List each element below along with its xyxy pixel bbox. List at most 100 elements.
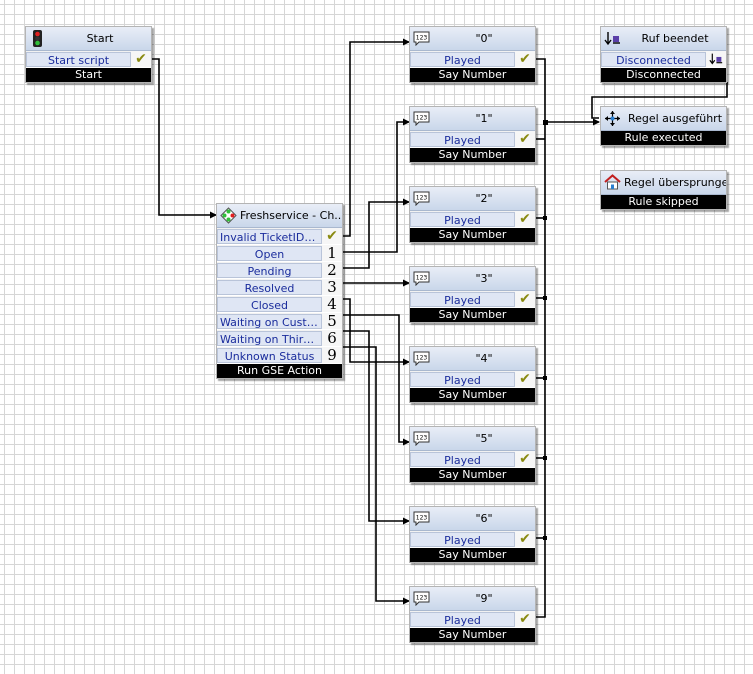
gse-output-label: Waiting on Third ...: [217, 330, 322, 346]
hangup-arrow-icon: [706, 51, 726, 67]
say-node-footer: Say Number: [410, 388, 535, 402]
gse-output-row[interactable]: Resolved 3: [217, 279, 342, 296]
diamond-branch-icon: [220, 207, 237, 224]
say-node-output-label: Played: [410, 531, 515, 547]
gse-output-label: Pending: [217, 262, 322, 278]
check-icon: ✔: [131, 51, 151, 67]
check-icon: ✔: [515, 211, 535, 227]
gse-output-row[interactable]: Waiting on Third ... 6: [217, 330, 342, 347]
say-node-output-label: Played: [410, 131, 515, 147]
say-node-output-label: Played: [410, 611, 515, 627]
rule-executed-footer: Rule executed: [601, 131, 726, 145]
say-number-node[interactable]: 123 "3" Played ✔ Say Number: [409, 266, 536, 323]
start-node[interactable]: Start Start script ✔ Start: [25, 26, 152, 83]
say-number-node[interactable]: 123 "5" Played ✔ Say Number: [409, 426, 536, 483]
say-number-node[interactable]: 123 "4" Played ✔ Say Number: [409, 346, 536, 403]
gse-output-row[interactable]: Pending 2: [217, 262, 342, 279]
say-node-title: "0": [475, 32, 493, 45]
say-node-footer: Say Number: [410, 468, 535, 482]
say-number-node[interactable]: 123 "2" Played ✔ Say Number: [409, 186, 536, 243]
say-node-footer: Say Number: [410, 148, 535, 162]
gse-output-label: Resolved: [217, 279, 322, 295]
start-node-output-label: Start script: [26, 51, 131, 67]
say-node-title: "4": [475, 352, 493, 365]
say-number-node[interactable]: 123 "0" Played ✔ Say Number: [409, 26, 536, 83]
check-icon: ✔: [515, 131, 535, 147]
svg-text:123: 123: [416, 35, 428, 42]
call-ended-node[interactable]: Ruf beendet Disconnected Disconnected: [600, 26, 727, 83]
say-node-output-label: Played: [410, 51, 515, 67]
rule-skipped-node[interactable]: Regel übersprungen Rule skipped: [600, 170, 727, 210]
svg-text:123: 123: [416, 515, 428, 522]
say-node-output-label: Played: [410, 371, 515, 387]
gse-node-footer: Run GSE Action: [217, 364, 342, 378]
say-node-header[interactable]: 123 "2": [410, 187, 535, 211]
gse-output-number: 5: [322, 313, 342, 329]
say-node-footer: Say Number: [410, 628, 535, 642]
gse-output-number: 6: [322, 330, 342, 346]
say-node-output-row[interactable]: Played ✔: [410, 371, 535, 388]
rule-executed-node[interactable]: Regel ausgeführt Rule executed: [600, 106, 727, 146]
gse-output-label: Invalid TicketID/F...: [217, 228, 322, 244]
wire-start-to-gse: [151, 58, 217, 219]
say-node-output-label: Played: [410, 291, 515, 307]
speech-123-icon: 123: [413, 510, 430, 527]
speech-123-icon: 123: [413, 270, 430, 287]
check-icon: ✔: [515, 51, 535, 67]
speech-123-icon: 123: [413, 190, 430, 207]
say-number-node[interactable]: 123 "6" Played ✔ Say Number: [409, 506, 536, 563]
say-node-output-row[interactable]: Played ✔: [410, 291, 535, 308]
gse-output-number: 9: [322, 347, 342, 363]
say-node-title: "2": [475, 192, 493, 205]
say-node-output-row[interactable]: Played ✔: [410, 451, 535, 468]
speech-123-icon: 123: [413, 590, 430, 607]
speech-123-icon: 123: [413, 430, 430, 447]
gse-output-number: 1: [322, 245, 342, 261]
start-node-header[interactable]: Start: [26, 27, 151, 51]
rule-executed-header[interactable]: Regel ausgeführt: [601, 107, 726, 131]
gse-output-row[interactable]: Open 1: [217, 245, 342, 262]
say-node-title: "5": [475, 432, 493, 445]
rule-skipped-header[interactable]: Regel übersprungen: [601, 171, 726, 195]
check-icon: ✔: [515, 531, 535, 547]
start-node-output-row[interactable]: Start script ✔: [26, 51, 151, 68]
wire-out-waitthird-to-6: [343, 330, 410, 525]
say-node-title: "1": [475, 112, 493, 125]
say-node-header[interactable]: 123 "0": [410, 27, 535, 51]
gse-output-label: Waiting on Custo...: [217, 313, 322, 329]
speech-123-icon: 123: [413, 30, 430, 47]
call-ended-output-row[interactable]: Disconnected: [601, 51, 726, 68]
say-node-header[interactable]: 123 "3": [410, 267, 535, 291]
check-icon: ✔: [515, 371, 535, 387]
gse-output-row[interactable]: Waiting on Custo... 5: [217, 313, 342, 330]
start-node-title: Start: [86, 32, 114, 45]
gse-output-row[interactable]: Closed 4: [217, 296, 342, 313]
say-node-output-row[interactable]: Played ✔: [410, 51, 535, 68]
say-number-node[interactable]: 123 "1" Played ✔ Say Number: [409, 106, 536, 163]
say-node-header[interactable]: 123 "1": [410, 107, 535, 131]
say-node-output-row[interactable]: Played ✔: [410, 611, 535, 628]
gse-action-node[interactable]: Freshservice - Ch... Invalid TicketID/F.…: [216, 203, 343, 379]
say-node-title: "6": [475, 512, 493, 525]
say-node-header[interactable]: 123 "4": [410, 347, 535, 371]
wire-out-pending-to-2: [343, 198, 410, 269]
call-ended-header[interactable]: Ruf beendet: [601, 27, 726, 51]
svg-text:123: 123: [416, 595, 428, 602]
say-node-output-row[interactable]: Played ✔: [410, 131, 535, 148]
svg-text:123: 123: [416, 275, 428, 282]
wire-out-waitcust-to-5: [343, 314, 410, 446]
say-node-header[interactable]: 123 "9": [410, 587, 535, 611]
gse-output-row[interactable]: Invalid TicketID/F... ✔: [217, 228, 342, 245]
gse-output-row[interactable]: Unknown Status 9: [217, 347, 342, 364]
svg-text:123: 123: [416, 115, 428, 122]
wire-ruf-to-regel: [591, 82, 728, 119]
rule-skipped-footer: Rule skipped: [601, 195, 726, 209]
say-node-output-row[interactable]: Played ✔: [410, 531, 535, 548]
say-node-footer: Say Number: [410, 308, 535, 322]
say-node-header[interactable]: 123 "5": [410, 427, 535, 451]
gse-node-header[interactable]: Freshservice - Ch...: [217, 204, 342, 228]
say-node-header[interactable]: 123 "6": [410, 507, 535, 531]
say-node-output-row[interactable]: Played ✔: [410, 211, 535, 228]
house-icon: [604, 174, 621, 191]
say-number-node[interactable]: 123 "9" Played ✔ Say Number: [409, 586, 536, 643]
